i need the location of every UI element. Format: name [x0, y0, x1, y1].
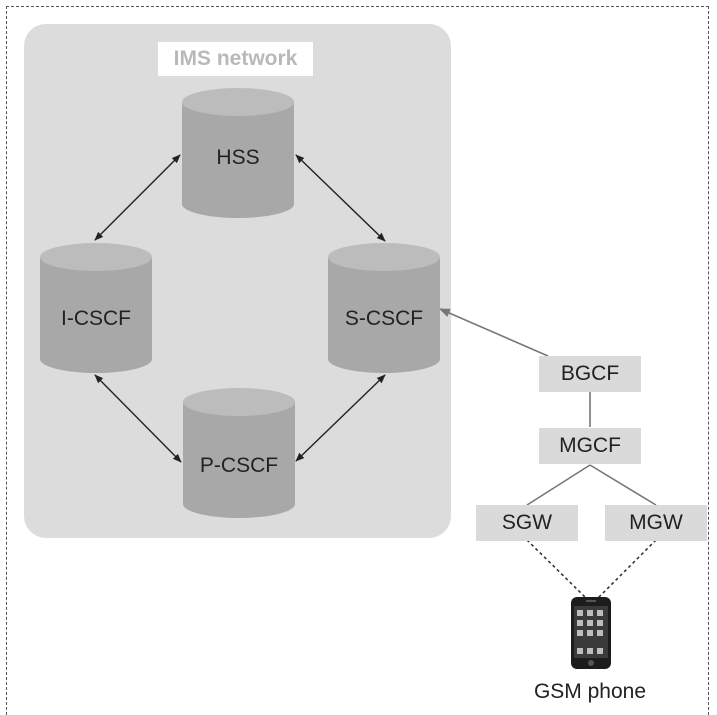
- pcscf-label: P-CSCF: [199, 454, 279, 477]
- hss-scscf-link: [295, 154, 386, 242]
- sgw-box: SGW: [476, 505, 578, 541]
- gsm-phone-icon: [571, 597, 611, 669]
- hss-label: HSS: [216, 146, 260, 169]
- icscf-label: I-CSCF: [61, 307, 131, 330]
- mgcf-mgw-link: [589, 464, 657, 506]
- scscf-node: S-CSCF: [328, 243, 440, 373]
- mgcf-sgw-link: [526, 464, 591, 506]
- hss-cylinder-shape: [182, 88, 294, 218]
- diagram-frame: [6, 6, 709, 715]
- hss-node: HSS: [182, 88, 294, 218]
- pcscf-node: P-CSCF: [183, 388, 295, 518]
- icscf-cylinder-shape: [40, 243, 152, 373]
- pcscf-cylinder-shape: [183, 388, 295, 518]
- mgcf-box: MGCF: [539, 428, 641, 464]
- icscf-pcscf-link: [94, 374, 182, 463]
- ims-network-title: IMS network: [158, 42, 313, 76]
- bgcf-scscf-link: [438, 308, 549, 357]
- scscf-label: S-CSCF: [344, 307, 424, 330]
- hss-icscf-link: [94, 154, 181, 241]
- sgw-phone-link: [526, 539, 587, 599]
- bgcf-box: BGCF: [539, 356, 641, 392]
- scscf-cylinder-shape: [328, 243, 440, 373]
- scscf-pcscf-link: [295, 374, 386, 462]
- icscf-node: I-CSCF: [40, 243, 152, 373]
- mgw-box: MGW: [605, 505, 707, 541]
- mgw-phone-link: [597, 539, 657, 599]
- gsm-phone-label: GSM phone: [533, 680, 647, 703]
